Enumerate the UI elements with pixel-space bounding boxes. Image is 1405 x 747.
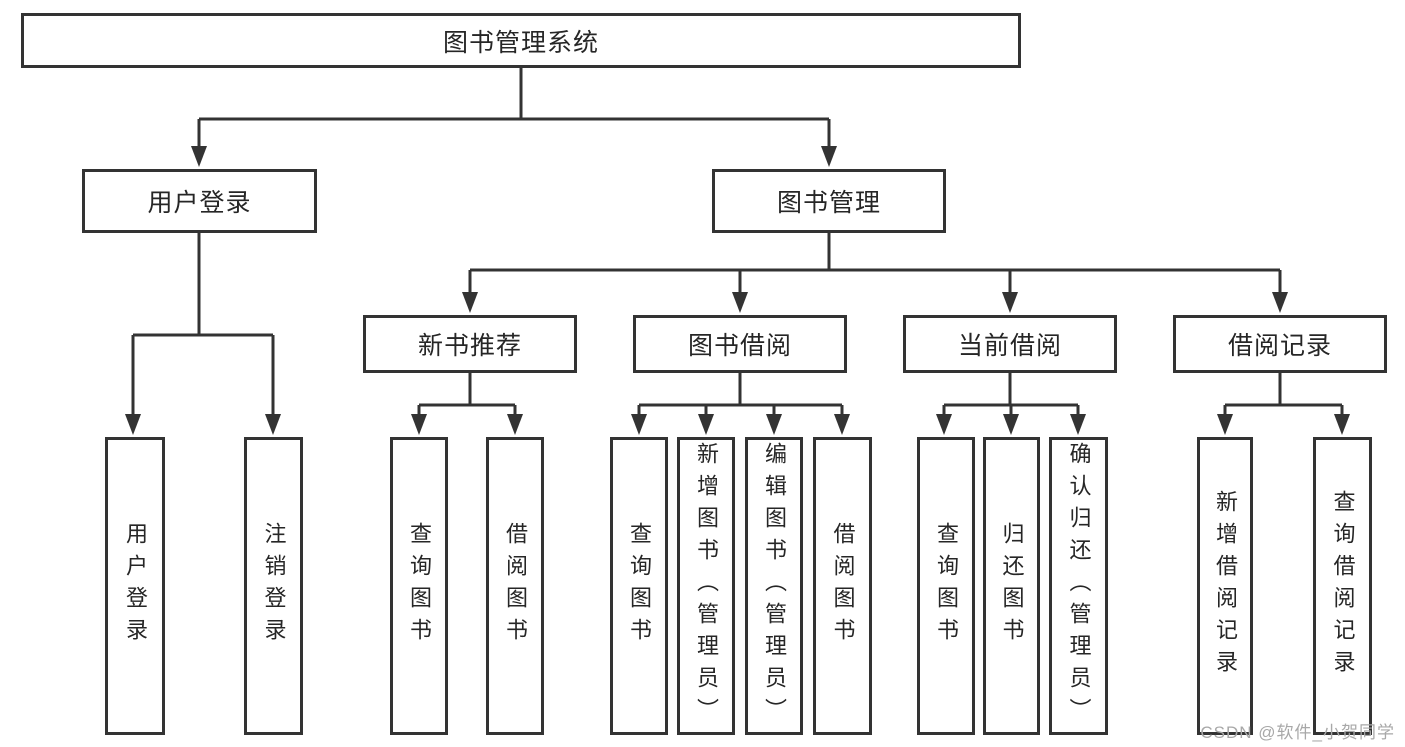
leaf-borrow-edit-books-admin: 编辑图书（管理员） [745,437,803,735]
leaf-records-query-record: 查询借阅记录 [1313,437,1372,735]
arrow-down-icon [732,292,748,313]
arrow-down-icon [462,292,478,313]
arrow-down-icon [698,414,714,435]
edge-root-split [197,68,831,148]
edge-bookborrow-split [637,373,844,417]
leaf-records-add-record: 新增借阅记录 [1197,437,1253,735]
arrow-down-icon [936,414,952,435]
arrow-down-icon [411,414,427,435]
leaf-label: 新增图书（管理员） [694,442,719,730]
node-current-borrow: 当前借阅 [903,315,1117,373]
arrow-down-icon [125,414,141,435]
leaf-label: 编辑图书（管理员） [762,442,787,730]
arrow-down-icon [1217,414,1233,435]
arrowheads [125,146,1350,435]
node-root: 图书管理系统 [21,13,1021,68]
leaf-label: 查询图书 [934,522,959,650]
arrow-down-icon [1272,292,1288,313]
edge-bookmgmt-split [468,233,1282,295]
leaf-label: 注销登录 [261,522,287,650]
node-book-borrow: 图书借阅 [633,315,847,373]
leaf-user-login: 用户登录 [105,437,165,735]
leaf-label: 借阅图书 [503,522,528,650]
node-borrow-records: 借阅记录 [1173,315,1387,373]
arrow-down-icon [1070,414,1086,435]
leaf-borrow-query-books: 查询图书 [610,437,668,735]
arrow-down-icon [265,414,281,435]
leaf-label: 查询图书 [627,522,652,650]
leaf-newbook-borrow-books: 借阅图书 [486,437,544,735]
leaf-borrow-borrow-books: 借阅图书 [813,437,872,735]
arrow-down-icon [834,414,850,435]
node-book-management: 图书管理 [712,169,946,233]
leaf-current-confirm-return-admin: 确认归还（管理员） [1049,437,1108,735]
edge-currentborrow-split [942,373,1080,417]
leaf-logout: 注销登录 [244,437,303,735]
arrow-down-icon [1002,292,1018,313]
arrow-down-icon [507,414,523,435]
leaf-current-query-books: 查询图书 [917,437,975,735]
node-new-book-recommend: 新书推荐 [363,315,577,373]
csdn-watermark: CSDN @软件_小贺同学 [1200,723,1395,742]
node-user-login: 用户登录 [82,169,317,233]
leaf-borrow-add-books-admin: 新增图书（管理员） [677,437,735,735]
arrow-down-icon [766,414,782,435]
leaf-label: 归还图书 [999,522,1025,650]
arrow-down-icon [191,146,207,167]
leaf-label: 用户登录 [123,522,148,650]
leaf-label: 确认归还（管理员） [1066,442,1092,730]
leaf-label: 查询图书 [407,522,432,650]
leaf-current-return-books: 归还图书 [983,437,1040,735]
leaf-label: 新增借阅记录 [1213,490,1238,682]
edge-borrowrecords-split [1223,373,1344,417]
edge-userlogin-split [131,233,275,417]
leaf-label: 查询借阅记录 [1330,490,1356,682]
arrow-down-icon [1003,414,1019,435]
arrow-down-icon [821,146,837,167]
edge-newbookrec-split [417,373,517,417]
leaf-label: 借阅图书 [830,522,856,650]
arrow-down-icon [1334,414,1350,435]
leaf-newbook-query-books: 查询图书 [390,437,448,735]
arrow-down-icon [631,414,647,435]
